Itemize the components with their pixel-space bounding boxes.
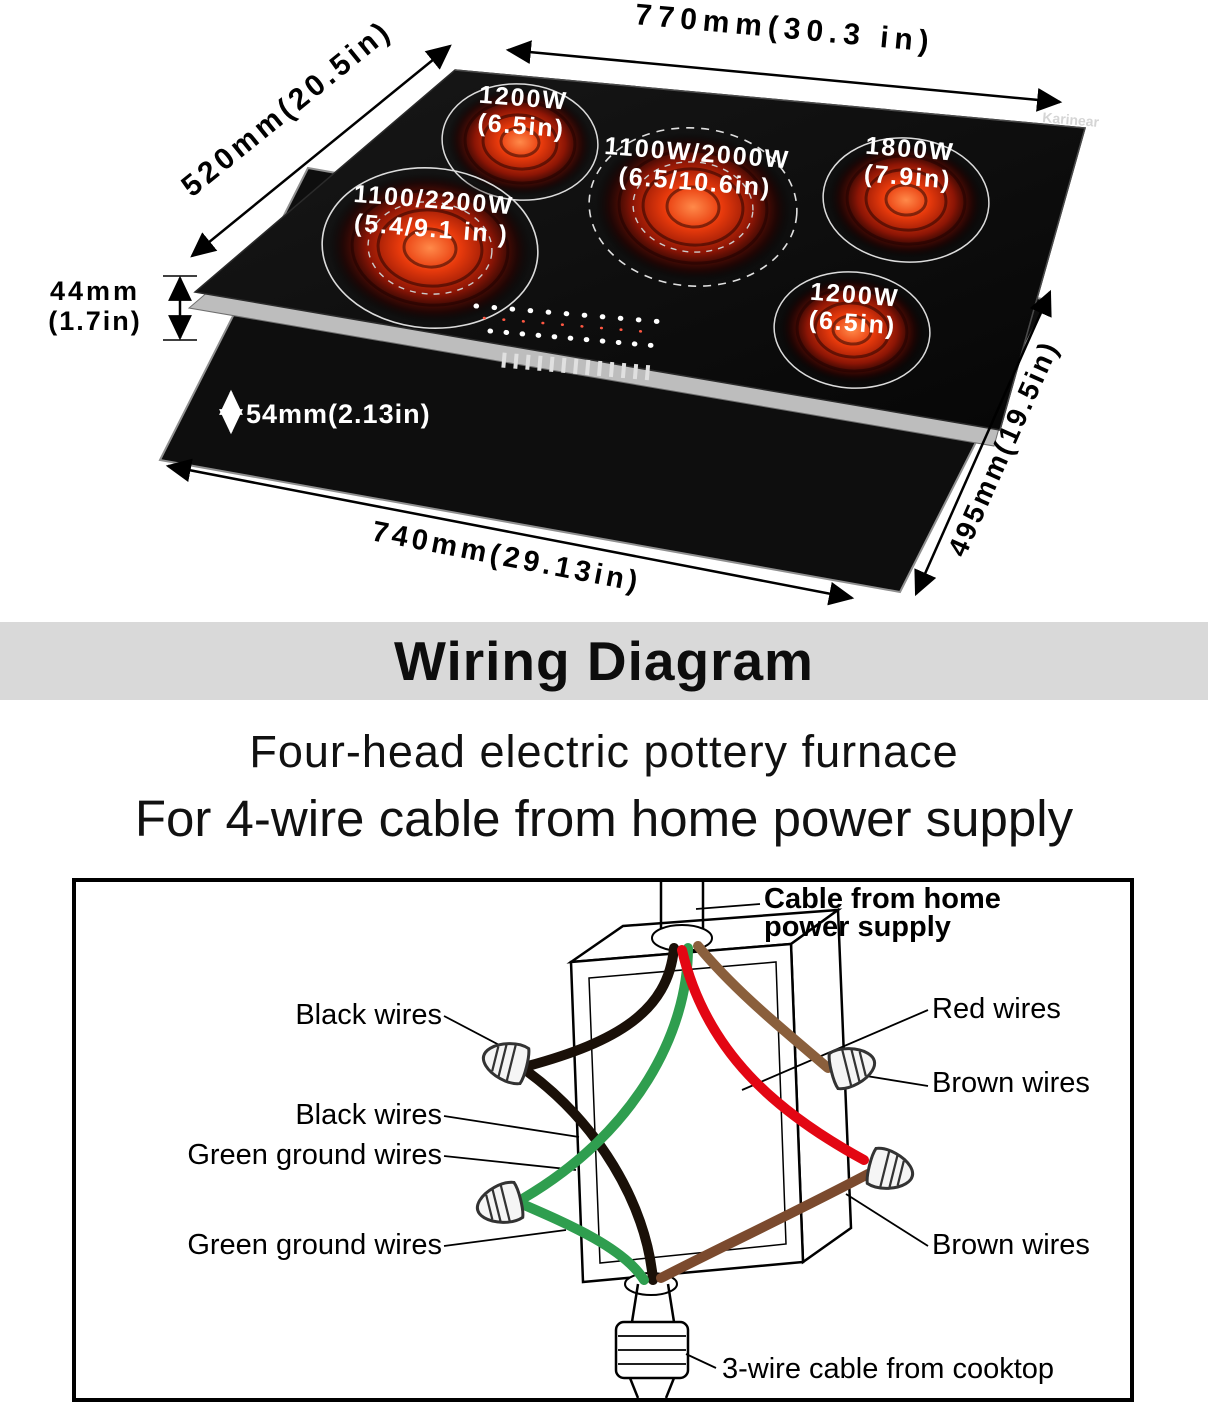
dim-arrow-740 — [165, 458, 855, 606]
wiring-labels: Cable from home power supply Black wires… — [187, 883, 1090, 1385]
burner-bottom-right-power: 1200W — [809, 278, 900, 313]
label-cable-top-line1: Cable from home — [764, 883, 1001, 915]
conduit-line — [666, 1283, 676, 1323]
label-black-wires-mid: Black wires — [295, 1099, 442, 1131]
coil-ring — [665, 185, 721, 229]
dual-zone-inner-ring — [632, 161, 754, 253]
wiring-subtitle-line1: Four-head electric pottery furnace — [249, 726, 959, 777]
burner-glow — [779, 275, 925, 385]
red-wire — [677, 945, 869, 1165]
label-green-ground-wires-bottom: Green ground wires — [187, 1229, 442, 1261]
coil-ring — [845, 154, 967, 246]
dim-label-44-line2: (1.7in) — [48, 306, 142, 336]
coil-ring — [641, 167, 745, 247]
burner-top-right-size: (7.9in) — [863, 160, 953, 195]
coil-ring — [795, 287, 909, 373]
leader-green-top — [443, 1155, 577, 1171]
coil-ring — [831, 314, 873, 346]
dim-arrow-520 — [190, 44, 452, 258]
dim-label-44-line1: 44mm — [50, 276, 140, 306]
conduit-line — [630, 1283, 640, 1323]
coil-ring — [481, 113, 559, 171]
label-green-ground-wires-top: Green ground wires — [187, 1139, 442, 1171]
dim-arrow-495 — [914, 289, 1052, 597]
wiring-diagram-box: Cable from home power supply Black wires… — [72, 878, 1134, 1402]
label-brown-wires-top-right: Brown wires — [932, 1067, 1090, 1099]
leader-cable-top — [695, 903, 761, 910]
power-level-indicators — [482, 316, 650, 334]
wiring-diagram-drawing: Cable from home power supply Black wires… — [187, 882, 1090, 1399]
label-red-wires: Red wires — [932, 993, 1061, 1025]
leader-brown-bottom-right — [845, 1193, 929, 1247]
black-wire-cooktop — [523, 1067, 658, 1285]
wire-nut-red-brown — [863, 1144, 919, 1197]
cooktop-dimension-diagram: 1200W (6.5in) 1100W/2000W (6.5/10.6in) 1… — [48, 0, 1101, 606]
burner-top-left-size: (6.5in) — [476, 109, 566, 144]
burner-bottom-right: 1200W (6.5in) — [773, 271, 931, 389]
burner-top-right: 1800W (7.9in) — [822, 132, 990, 263]
leader-green-bottom — [443, 1229, 567, 1247]
strain-relief-taper — [664, 1377, 676, 1399]
dim-arrow-770 — [505, 40, 1063, 112]
burner-outline — [822, 137, 990, 263]
coil-ring — [813, 301, 891, 359]
brand-logo: Karinear — [1042, 109, 1101, 130]
leader-black-mid — [443, 1115, 580, 1138]
burner-top-right-power: 1800W — [864, 132, 955, 167]
label-brown-wires-bottom-right: Brown wires — [932, 1229, 1090, 1261]
burner-glow — [595, 132, 791, 282]
dim-label-770: 770mm(30.3 in) — [634, 0, 937, 59]
wires — [517, 941, 873, 1285]
brown-wire-top — [693, 941, 833, 1073]
brown-wire-bottom — [656, 1169, 873, 1283]
coil-ring — [864, 168, 948, 232]
burner-glow — [447, 87, 593, 197]
coil-ring — [499, 126, 541, 158]
dim-label-54: 54mm(2.13in) — [246, 399, 431, 429]
wiring-subtitle-line2: For 4-wire cable from home power supply — [134, 790, 1074, 847]
wiring-diagram-banner: Wiring Diagram — [0, 622, 1208, 700]
label-cable-top-line2: power supply — [764, 911, 951, 943]
label-black-wires-top: Black wires — [295, 999, 442, 1031]
black-wire-supply — [523, 943, 679, 1071]
wire-nut-green — [471, 1178, 527, 1231]
cooktop-conduit — [614, 1272, 690, 1399]
wire-nut-black — [477, 1035, 533, 1088]
supply-conduit — [651, 882, 713, 952]
green-ground-wire-supply — [519, 943, 693, 1203]
wiring-diagram-title: Wiring Diagram — [394, 630, 814, 692]
control-panel — [473, 303, 667, 381]
vent-grille — [501, 352, 653, 381]
burner-glow — [828, 141, 984, 259]
strain-relief-taper — [628, 1377, 640, 1399]
coil-ring — [884, 183, 928, 217]
burner-bottom-right-size: (6.5in) — [808, 306, 898, 341]
leader-cable-bottom — [685, 1353, 717, 1369]
coil-ring — [617, 149, 769, 265]
label-cable-bottom: 3-wire cable from cooktop — [722, 1353, 1054, 1385]
green-ground-wire-cooktop — [517, 1199, 649, 1285]
dual-zone-outer-ring — [588, 127, 798, 287]
